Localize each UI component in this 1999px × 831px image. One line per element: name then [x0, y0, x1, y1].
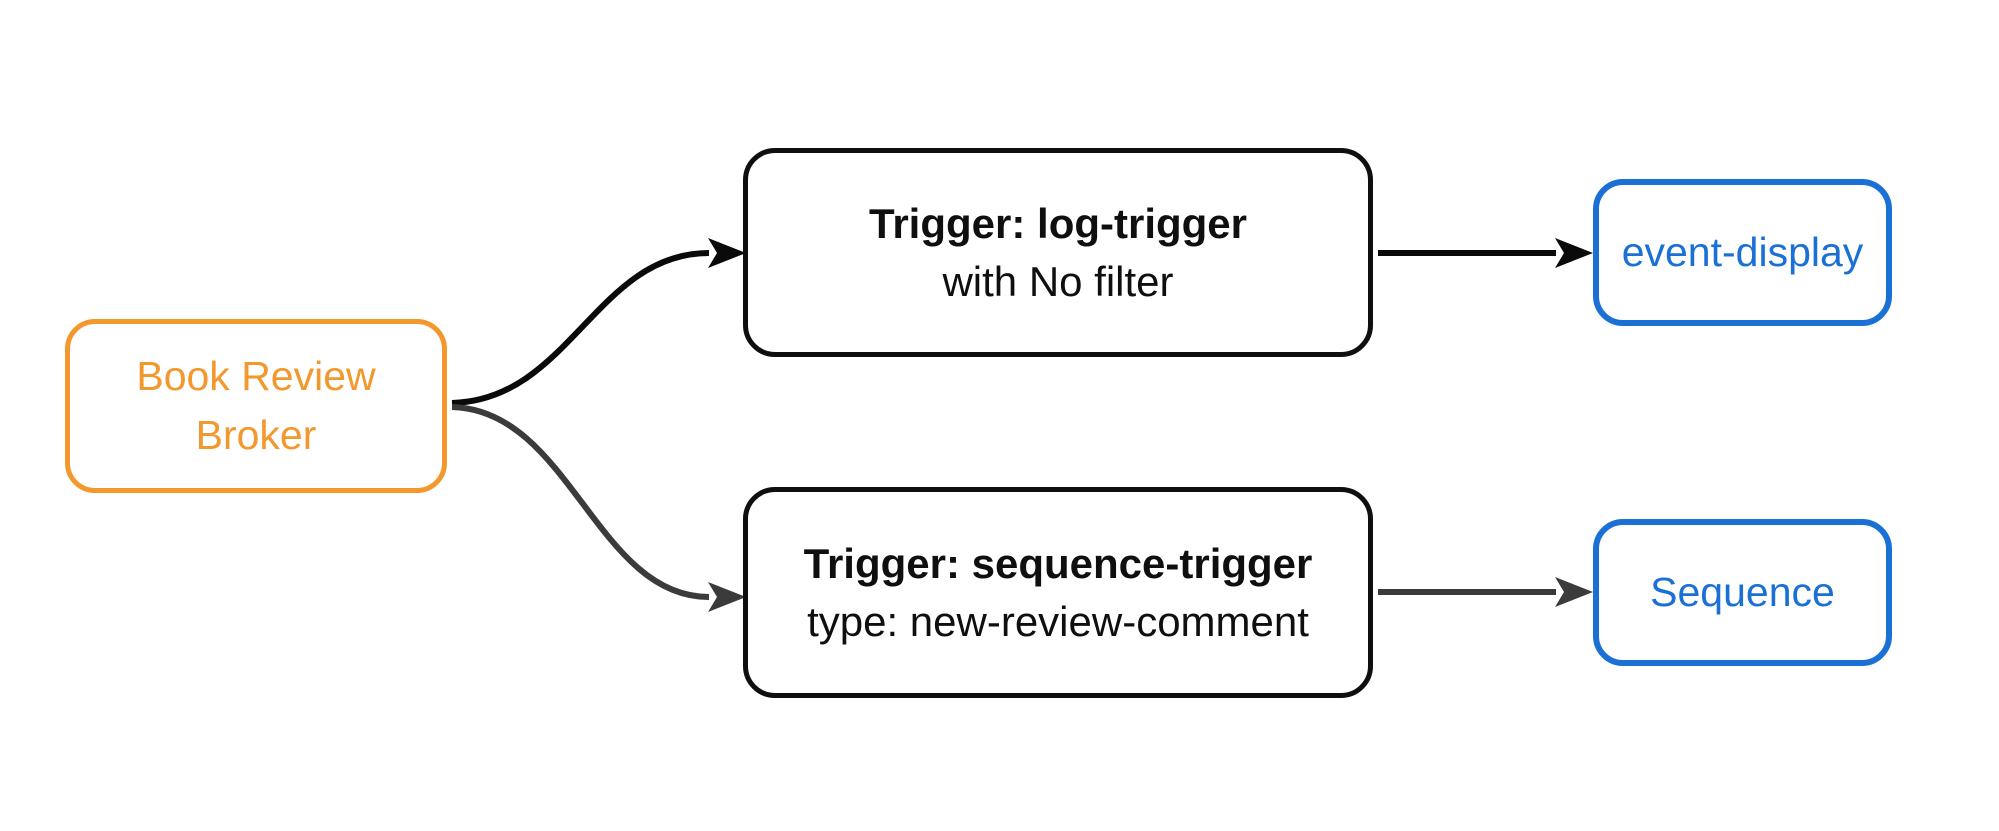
- node-sink-sequence: Sequence: [1593, 519, 1892, 666]
- trigger-log-subtitle: with No filter: [942, 257, 1174, 305]
- broker-label: Book Review Broker: [136, 353, 376, 458]
- node-sink-event-display: event-display: [1593, 179, 1892, 326]
- edge-broker-to-sequence-trigger: [451, 404, 746, 612]
- node-trigger-log: Trigger: log-trigger with No filter: [743, 148, 1373, 357]
- edge-broker-to-log-trigger: [451, 238, 746, 406]
- node-broker: Book Review Broker: [65, 319, 447, 493]
- trigger-sequence-subtitle: type: new-review-comment: [807, 597, 1309, 645]
- trigger-sequence-title: Trigger: sequence-trigger: [803, 539, 1313, 587]
- sink-sequence-label: Sequence: [1650, 569, 1835, 615]
- trigger-log-title: Trigger: log-trigger: [869, 199, 1247, 247]
- sink-event-display-label: event-display: [1621, 229, 1864, 275]
- node-trigger-sequence: Trigger: sequence-trigger type: new-revi…: [743, 487, 1373, 698]
